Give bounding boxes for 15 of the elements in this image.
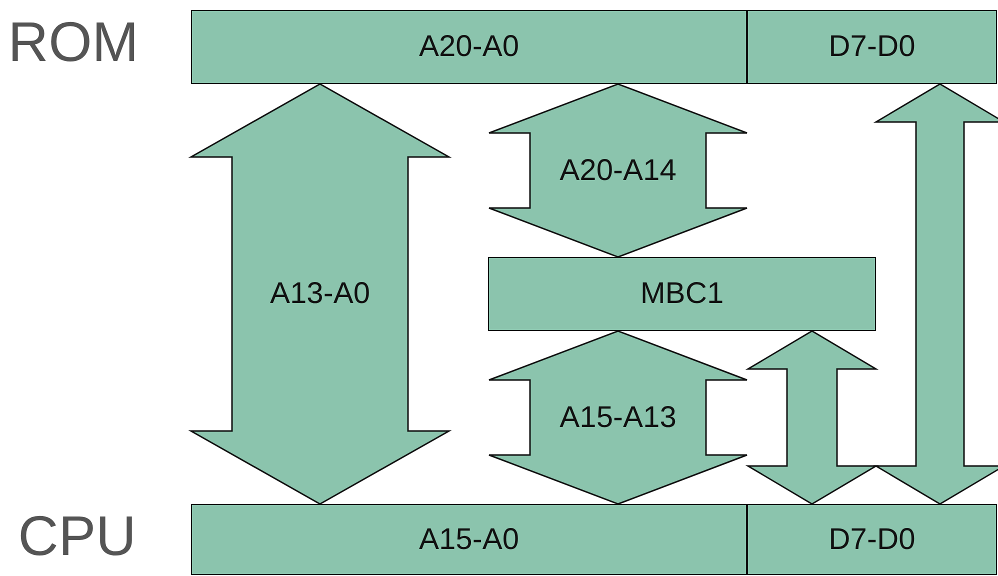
edge-label: A15-A13	[560, 402, 676, 432]
double-arrow	[745, 330, 879, 505]
component-label: CPU	[18, 508, 136, 564]
double-arrow	[873, 83, 998, 505]
edge-label: A13-A0	[270, 279, 370, 309]
edge-label: A20-A14	[560, 156, 676, 186]
double-arrow	[488, 330, 748, 505]
bus-segment-box: MBC1	[488, 257, 876, 331]
double-arrow	[488, 83, 748, 258]
bus-segment-box: D7-D0	[747, 10, 997, 84]
double-arrow	[188, 83, 452, 505]
component-label: ROM	[8, 14, 139, 70]
bus-segment-box: A20-A0	[191, 10, 747, 84]
bus-segment-box: D7-D0	[747, 504, 997, 575]
bus-segment-box: A15-A0	[191, 504, 747, 575]
